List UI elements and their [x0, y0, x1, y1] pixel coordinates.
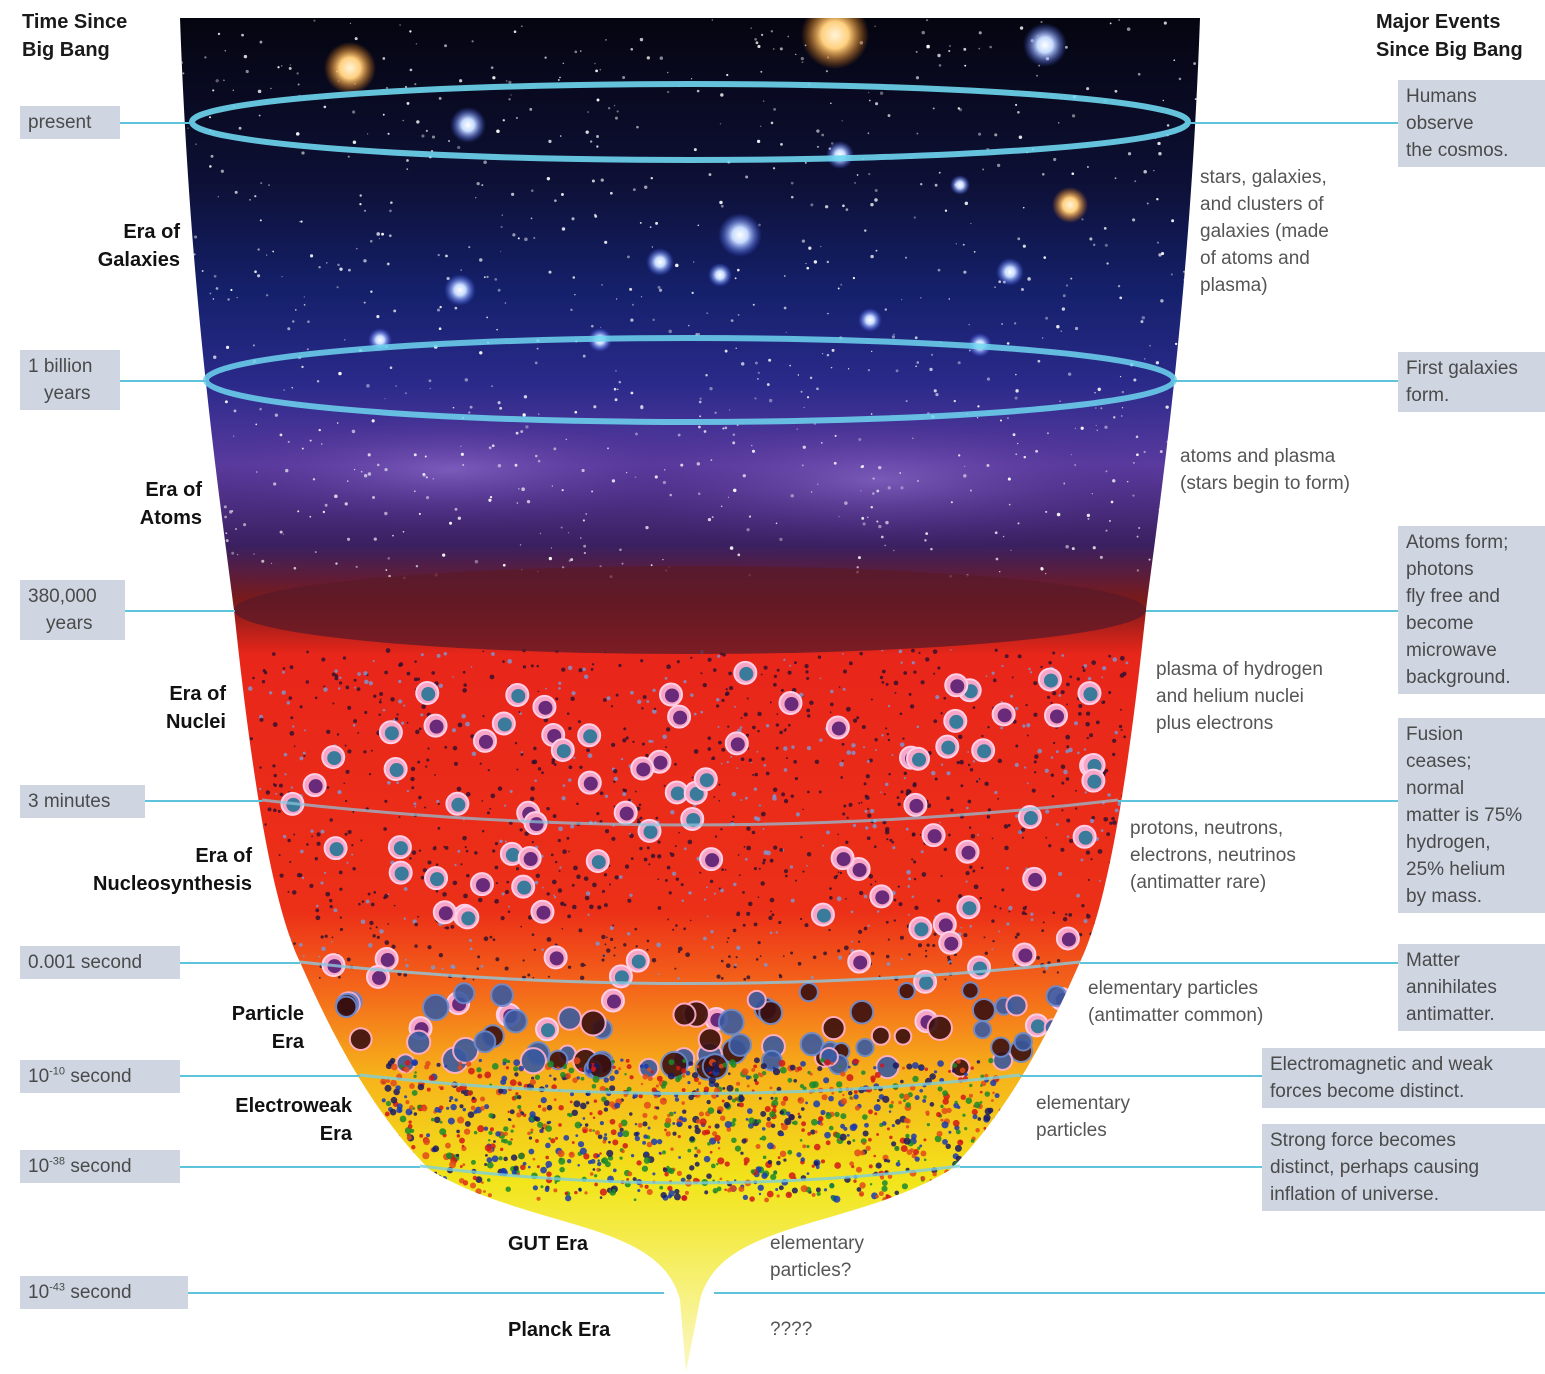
era-label-planck: Planck Era: [508, 1316, 610, 1344]
leader-1e-38-right: [960, 1166, 1262, 1168]
time-label-0001-second: 0.001 second: [20, 946, 180, 979]
event-matter-annihilates: Matter annihilates antimatter.: [1398, 944, 1545, 1031]
leader-1e-43-right: [714, 1292, 1545, 1294]
leader-1e-43-left: [188, 1292, 664, 1294]
era-label-nuclei: Era of Nuclei: [140, 680, 226, 736]
leader-0001-left: [180, 962, 300, 964]
contents-planck: ????: [770, 1316, 812, 1343]
header-time-since-big-bang: Time Since Big Bang: [22, 8, 127, 64]
era-label-galaxies: Era of Galaxies: [86, 218, 180, 274]
leader-3-minutes-right: [1118, 800, 1398, 802]
leader-1e-10-right: [1020, 1075, 1262, 1077]
contents-galaxies: stars, galaxies, and clusters of galaxie…: [1200, 164, 1329, 299]
contents-electroweak: elementary particles: [1036, 1090, 1130, 1144]
header-major-events: Major Events Since Big Bang: [1376, 8, 1523, 64]
contents-particle: elementary particles (antimatter common): [1088, 975, 1263, 1029]
leader-present-right: [1188, 122, 1398, 124]
contents-atoms: atoms and plasma (stars begin to form): [1180, 443, 1350, 497]
time-label-present: present: [20, 106, 120, 139]
event-first-galaxies: First galaxies form.: [1398, 352, 1545, 412]
era-label-electroweak: Electroweak Era: [200, 1092, 352, 1148]
leader-380000-right: [1146, 610, 1398, 612]
event-strong-force-distinct: Strong force becomes distinct, perhaps c…: [1262, 1124, 1545, 1211]
contents-gut: elementary particles?: [770, 1230, 864, 1284]
leader-1e-38-left: [180, 1166, 420, 1168]
contents-nuclei: plasma of hydrogen and helium nuclei plu…: [1156, 656, 1323, 737]
era-label-particle: Particle Era: [200, 1000, 304, 1056]
event-humans-observe: Humans observe the cosmos.: [1398, 80, 1545, 167]
leader-380000-left: [125, 610, 235, 612]
leader-1-billion-right: [1174, 380, 1398, 382]
leader-1-billion-left: [120, 380, 206, 382]
event-atoms-form: Atoms form; photons fly free and become …: [1398, 526, 1545, 694]
era-label-atoms: Era of Atoms: [120, 476, 202, 532]
leader-present-left: [120, 122, 192, 124]
time-label-1e-43-second: 10-43 second: [20, 1276, 188, 1309]
ring-380000-years: [234, 566, 1146, 654]
time-label-1e-38-second: 10-38 second: [20, 1150, 180, 1183]
era-label-gut: GUT Era: [508, 1230, 588, 1258]
event-electroweak-distinct: Electromagnetic and weak forces become d…: [1262, 1048, 1545, 1108]
time-label-1e-10-second: 10-10 second: [20, 1060, 180, 1093]
time-label-1-billion-years: 1 billion years: [20, 350, 120, 410]
era-label-nucleosynthesis: Era of Nucleosynthesis: [66, 842, 252, 898]
time-label-3-minutes: 3 minutes: [20, 785, 145, 818]
contents-nucleosynthesis: protons, neutrons, electrons, neutrinos …: [1130, 815, 1296, 896]
time-label-380000-years: 380,000 years: [20, 580, 125, 640]
leader-0001-right: [1080, 962, 1398, 964]
leader-3-minutes-left: [145, 800, 262, 802]
leader-1e-10-left: [180, 1075, 360, 1077]
event-fusion-ceases: Fusion ceases; normal matter is 75% hydr…: [1398, 718, 1545, 913]
